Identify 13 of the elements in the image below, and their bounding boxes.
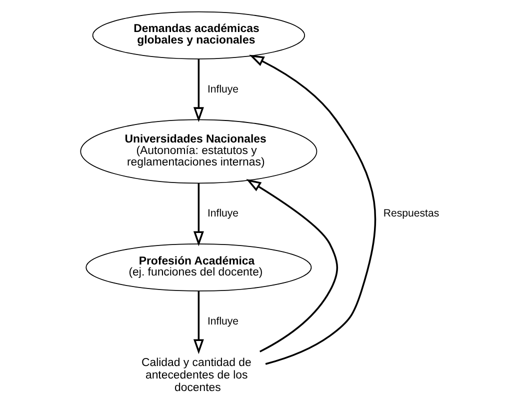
edge-label: Influye [206,208,238,220]
node-ellipse: Profesión Académica (ej. funciones del docente) [85,244,312,292]
edge-label: Influye [206,84,238,96]
arrow [192,59,204,122]
node-text: Calidad y cantidad de antecedentes de los docentes [141,357,251,394]
node-ellipse: Demandas académicas globales y nacionales [92,11,305,60]
arrow [248,54,376,365]
arrow [192,183,204,246]
node-ellipse: Universidades Nacionales (Autonomía: estatutos y reglamentaciones internas) [80,119,317,184]
arrow [192,291,204,354]
arrow [246,179,338,352]
edge-label: Influye [206,316,238,328]
edge-label: Respuestas [382,208,439,220]
